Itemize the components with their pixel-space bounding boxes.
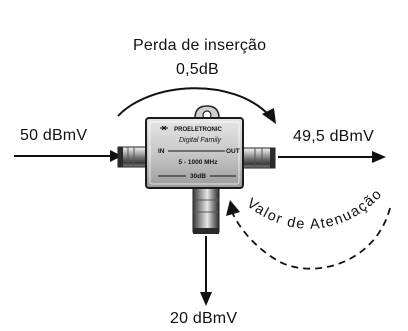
device-port-in: IN: [158, 148, 165, 155]
tap-signal-label: 20 dBmV: [170, 310, 238, 327]
device-tap-value: 30dB: [190, 173, 206, 180]
output-signal-label: 49,5 dBmV: [293, 128, 374, 145]
brand-logo-icon: [160, 125, 168, 131]
output-arrow: [278, 151, 386, 163]
input-arrow: [14, 150, 122, 162]
insertion-loss-label: Perda de inserção: [133, 37, 267, 54]
attenuation-dashed-arrow: [226, 200, 391, 270]
device-port-out: OUT: [226, 148, 240, 155]
device-script-text: Digital Family: [179, 137, 222, 144]
insertion-loss-arrow: [117, 87, 276, 124]
device-brand: PROELETRONIC: [174, 127, 222, 133]
device-frequency: 5 - 1000 MHz: [178, 159, 218, 166]
attenuation-label: Valor de Atenuação: [244, 186, 386, 233]
insertion-loss-value: 0,5dB: [176, 61, 219, 78]
tap-arrow: [200, 236, 212, 306]
tap-device: PROELETRONIC Digital Family IN OUT 5 - 1…: [117, 105, 276, 234]
input-signal-label: 50 dBmV: [20, 127, 88, 144]
